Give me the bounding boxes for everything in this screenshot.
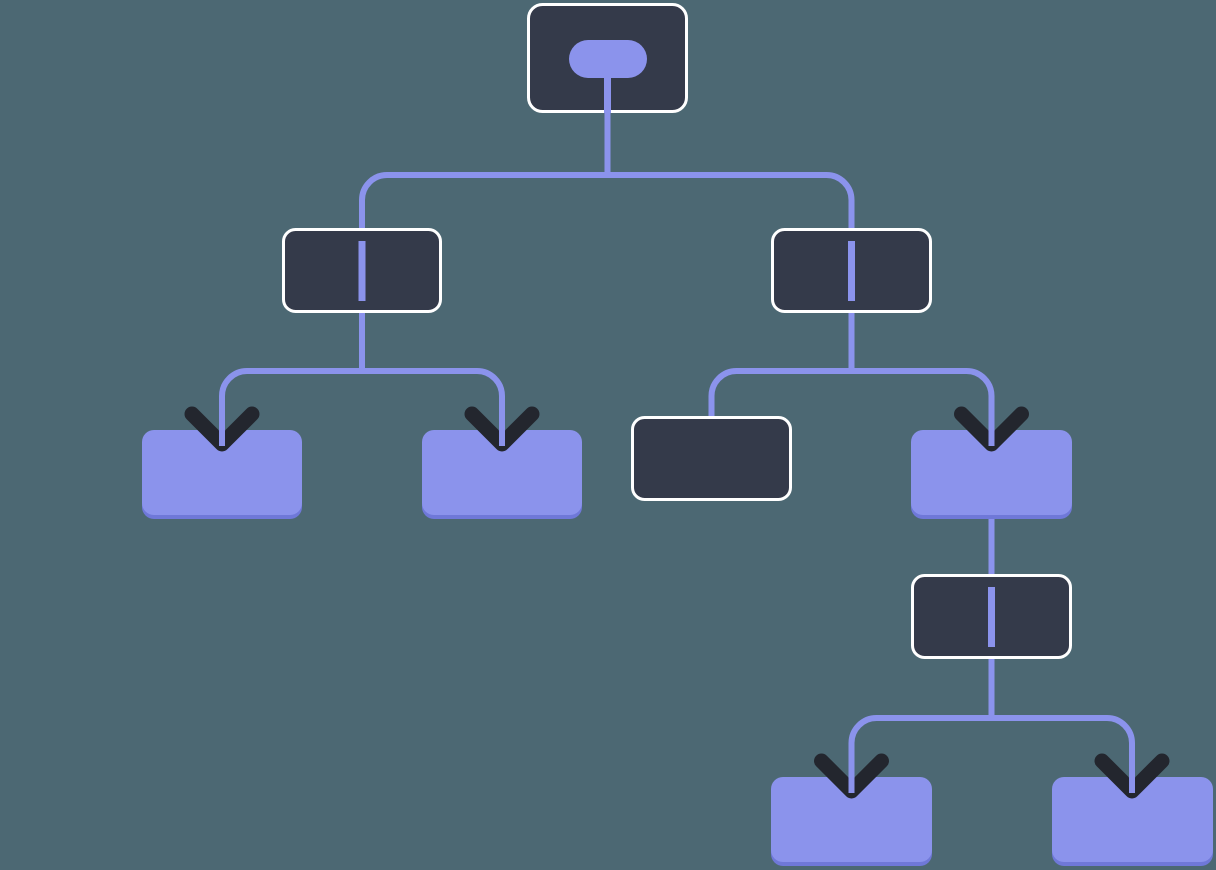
edge-root-to-right	[607, 172, 855, 228]
edge-right-to-leaf-c	[851, 368, 995, 446]
edge-tip-layer	[219, 400, 1135, 793]
node-root[interactable]	[527, 3, 688, 114]
node-right-branch[interactable]	[771, 228, 932, 313]
edge-sub-to-leaf-d	[848, 715, 992, 793]
node-leaf-c[interactable]	[911, 430, 1072, 519]
leaf-a-body	[142, 430, 302, 515]
node-leaf-b[interactable]	[422, 430, 582, 519]
node-leaf-d[interactable]	[771, 777, 932, 866]
node-leaf-a[interactable]	[142, 430, 302, 519]
pill-stem-icon	[604, 74, 611, 113]
edge-left-to-leaf-a	[219, 368, 362, 446]
edge-right-to-empty	[708, 368, 852, 418]
vertical-bar-icon	[988, 587, 995, 647]
leaf-d-body	[771, 777, 932, 862]
vertical-bar-icon	[848, 241, 855, 301]
node-leaf-e[interactable]	[1052, 777, 1213, 866]
leaf-b-body	[422, 430, 582, 515]
leaf-e-body	[1052, 777, 1213, 862]
vertical-bar-icon	[358, 241, 366, 301]
empty-dark-body	[631, 416, 792, 501]
node-left-branch[interactable]	[282, 228, 442, 313]
pill-with-stem-icon	[569, 40, 647, 78]
edge-sub-to-leaf-e	[991, 715, 1135, 793]
node-empty-dark[interactable]	[631, 416, 792, 501]
node-sub-branch[interactable]	[911, 574, 1072, 659]
leaf-c-body	[911, 430, 1072, 515]
edge-root-to-left	[359, 172, 608, 228]
node-layer	[142, 3, 1213, 866]
edge-left-to-leaf-b	[362, 368, 505, 446]
edge-layer-back	[219, 113, 1135, 793]
